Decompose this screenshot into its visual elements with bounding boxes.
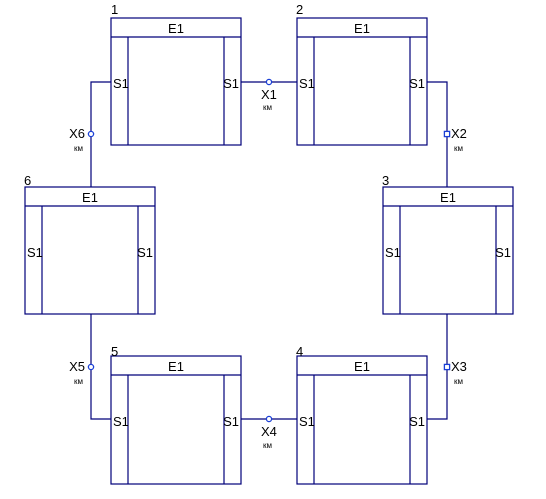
connector-label: X6 [69, 126, 85, 141]
wire-3 [427, 314, 448, 420]
block-header: E1 [354, 21, 370, 36]
block-header: E1 [82, 190, 98, 205]
left-port-label: S1 [113, 76, 129, 91]
wires [90, 81, 448, 420]
block-frame [24, 186, 156, 315]
wire-5 [90, 314, 111, 420]
block-1[interactable]: E1 1S1 S1 [110, 2, 242, 146]
block-number: 5 [111, 344, 118, 359]
right-port-label: S1 [409, 414, 425, 429]
left-port-label: S1 [27, 245, 43, 260]
wire-6 [90, 81, 111, 187]
connector-unit: км [74, 144, 83, 153]
block-number: 2 [296, 2, 303, 17]
block-header: E1 [440, 190, 456, 205]
block-header: E1 [168, 21, 184, 36]
block-number: 1 [111, 2, 118, 17]
connector-x4[interactable]: X4 км [261, 415, 277, 450]
connector-x6[interactable]: X6 км [69, 126, 95, 153]
block-frame [382, 186, 514, 315]
block-header: E1 [168, 359, 184, 374]
block-number: 4 [296, 344, 303, 359]
left-port-label: S1 [385, 245, 401, 260]
connector-dot [443, 363, 451, 371]
left-port-label: S1 [299, 414, 315, 429]
connector-dot [265, 78, 273, 86]
connector-unit: км [454, 377, 463, 386]
right-port-label: S1 [223, 76, 239, 91]
right-port-label: S1 [137, 245, 153, 260]
wire-2 [427, 81, 448, 187]
connector-unit: км [263, 441, 272, 450]
block-5[interactable]: E1 5S1 S1 [110, 344, 242, 485]
right-port-label: S1 [409, 76, 425, 91]
block-number: 3 [382, 173, 389, 188]
connector-x3[interactable]: X3 км [443, 359, 467, 386]
block-4[interactable]: E1 4S1 S1 [296, 344, 428, 485]
connector-unit: км [263, 103, 272, 112]
block-2[interactable]: E1 2S1 S1 [296, 2, 428, 146]
connector-label: X5 [69, 359, 85, 374]
connector-label: X4 [261, 424, 277, 439]
connector-dot [87, 130, 95, 138]
block-header: E1 [354, 359, 370, 374]
connector-x5[interactable]: X5 км [69, 359, 95, 386]
left-port-label: S1 [113, 414, 129, 429]
block-number: 6 [24, 173, 31, 188]
right-port-label: S1 [495, 245, 511, 260]
block-3[interactable]: E1 3S1 S1 [382, 173, 514, 315]
left-port-label: S1 [299, 76, 315, 91]
block-frame [110, 17, 242, 146]
right-port-label: S1 [223, 414, 239, 429]
connector-label: X2 [451, 126, 467, 141]
connector-label: X3 [451, 359, 467, 374]
block-frame [296, 17, 428, 146]
connector-dot [443, 130, 451, 138]
connector-x2[interactable]: X2 км [443, 126, 467, 153]
block-6[interactable]: E1 6S1 S1 [24, 173, 156, 315]
connector-unit: км [74, 377, 83, 386]
connector-dot [265, 415, 273, 423]
connector-dot [87, 363, 95, 371]
block-frame [110, 355, 242, 485]
connector-unit: км [454, 144, 463, 153]
connector-label: X1 [261, 87, 277, 102]
block-frame [296, 355, 428, 485]
